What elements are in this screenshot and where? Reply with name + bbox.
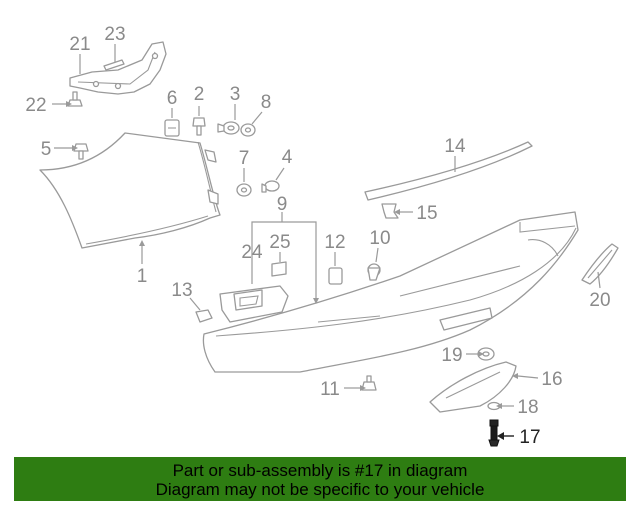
bolt-17-part-highlighted	[488, 419, 500, 447]
callout-9: 9	[277, 194, 288, 215]
callout-24: 24	[241, 242, 263, 263]
callout-25: 25	[269, 232, 290, 253]
leader-10	[375, 247, 379, 263]
callout-3: 3	[230, 84, 241, 105]
callout-15: 15	[416, 203, 437, 224]
callout-7: 7	[239, 148, 250, 169]
lower-trim-16-part	[429, 361, 517, 413]
callout-2: 2	[194, 84, 205, 105]
clip-6-part	[164, 119, 180, 137]
washer-3-part	[217, 121, 240, 135]
callout-6: 6	[167, 88, 178, 109]
bumper-side-cover-part	[39, 132, 221, 249]
reflector-20-part	[581, 243, 619, 285]
upper-bracket-part	[69, 41, 167, 95]
clip-13-part	[195, 309, 213, 323]
pad-25-part	[271, 261, 287, 277]
leader-16	[517, 375, 539, 379]
callout-12: 12	[324, 232, 345, 253]
callout-22: 22	[25, 95, 46, 116]
parts-diagram: 1 2 3 4 5 6 7 8 9 10 11 12 13 14 15 16 1…	[25, 24, 619, 448]
callout-19: 19	[441, 345, 462, 366]
bolt-2-part	[192, 117, 206, 136]
bracket-24-part	[219, 285, 289, 323]
leader-4	[275, 167, 285, 181]
callout-16: 16	[541, 369, 562, 390]
part-info-banner: Part or sub-assembly is #17 in diagram D…	[14, 457, 626, 501]
push-pin-4-part	[261, 180, 280, 193]
callout-10: 10	[369, 228, 390, 249]
callout-21: 21	[69, 34, 90, 55]
clip-15-part	[381, 203, 399, 219]
clip-12-part	[328, 267, 343, 285]
leader-8	[251, 111, 263, 125]
leader-13	[189, 297, 201, 311]
rear-bumper-fascia-part	[202, 211, 579, 373]
callout-20: 20	[589, 290, 610, 311]
leader-20	[597, 271, 601, 289]
callout-17: 17	[519, 427, 540, 448]
callout-8: 8	[261, 92, 272, 113]
nut-8-part	[240, 123, 256, 137]
callout-13: 13	[171, 280, 192, 301]
banner-line-2: Diagram may not be specific to your vehi…	[155, 480, 485, 499]
banner-line-1: Part or sub-assembly is #17 in diagram	[172, 461, 468, 480]
nut-7-part	[236, 183, 252, 197]
leader-9	[251, 221, 317, 300]
bolt-5-part	[73, 143, 89, 160]
pin-10-part	[367, 263, 381, 281]
callout-23: 23	[104, 24, 125, 45]
callout-18: 18	[517, 397, 538, 418]
callout-4: 4	[282, 147, 293, 168]
callout-1: 1	[137, 266, 148, 287]
callout-5: 5	[41, 139, 52, 160]
callout-14: 14	[444, 136, 466, 157]
trim-strip-14-part	[364, 141, 533, 201]
callout-11: 11	[320, 379, 340, 400]
